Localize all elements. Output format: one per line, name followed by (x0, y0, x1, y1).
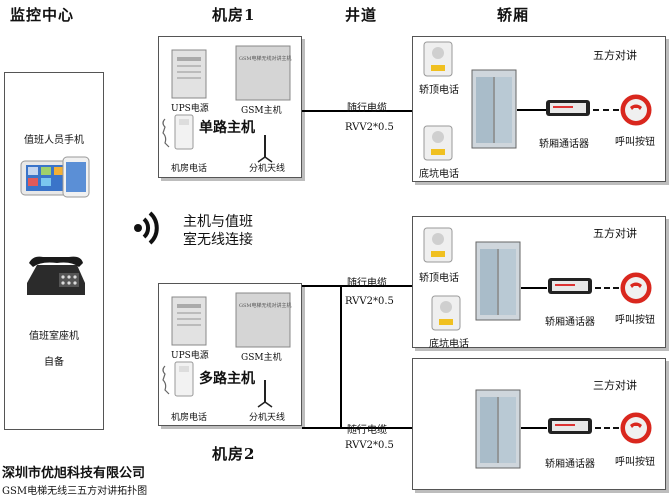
header-machine-room-2: 机房2 (212, 445, 256, 463)
car-intercom-icon-3 (548, 418, 592, 434)
cable-name-1: 随行电缆 (347, 103, 387, 114)
gsm-label-2: GSM主机 (241, 353, 282, 363)
duty-phone-label: 值班人员手机 (24, 135, 84, 146)
car-intercom-label: 轿厢通话器 (539, 139, 589, 150)
duty-desk-phone-label: 值班室座机 (29, 331, 79, 342)
header-car: 轿厢 (497, 6, 530, 24)
desk-phone-icon (27, 256, 85, 295)
monitor-center-panel: 值班人员手机 值班室座机 自备 (4, 72, 104, 430)
gsm-label: GSM主机 (241, 106, 282, 116)
header-shaft: 井道 (345, 6, 378, 24)
call-dash-line-3 (595, 427, 619, 429)
cable-spec-2: RVV2*0.5 (345, 296, 394, 307)
car-panel-2: 五方对讲 轿顶电话 底坑电话 轿厢通话器 呼叫按钮 (412, 216, 666, 350)
call-button-label-3: 呼叫按钮 (615, 457, 655, 468)
car-intercom-label-3: 轿厢通话器 (545, 459, 595, 470)
pit-phone-label-2: 底坑电话 (429, 339, 469, 350)
call-button-icon-2 (619, 271, 653, 305)
ups-power-icon-2 (171, 296, 207, 346)
machine-room-1-box: UPS电源 GSM电梯无线对讲主机 GSM主机 单路主机 机房电话 分机天线 (158, 36, 302, 178)
room-phone-label: 机房电话 (171, 164, 208, 174)
gsm-box-text-2: GSM电梯无线对讲主机 (239, 303, 292, 309)
pit-phone-icon-2 (431, 295, 461, 331)
antenna-label-2: 分机天线 (249, 413, 286, 423)
car-link-2 (521, 287, 547, 289)
gsm-host-icon (235, 45, 291, 101)
diagram-caption: GSM电梯无线三五方对讲拓扑图 (2, 486, 148, 497)
wireless-text-line1: 主机与值班 (183, 214, 253, 230)
cable-line-1 (302, 110, 420, 112)
mobile-devices-icon (20, 156, 90, 198)
single-host-label: 单路主机 (199, 120, 255, 136)
call-button-icon-3 (619, 411, 653, 445)
car-top-phone-label: 轿顶电话 (419, 85, 459, 96)
call-dash-line-1 (593, 109, 619, 111)
elevator-car-icon-3 (475, 389, 521, 469)
cable-spec-1: RVV2*0.5 (345, 122, 394, 133)
header-monitor-center: 监控中心 (10, 6, 75, 24)
car-panel-1: 五方对讲 轿顶电话 底坑电话 轿厢通话器 呼叫按钮 (412, 36, 666, 182)
call-button-label-2: 呼叫按钮 (615, 315, 655, 326)
pit-phone-icon (423, 125, 453, 161)
car-intercom-label-2: 轿厢通话器 (545, 317, 595, 328)
mode-label-1: 五方对讲 (593, 49, 637, 62)
car-intercom-icon-2 (548, 278, 592, 294)
cable-name-2: 随行电缆 (347, 278, 387, 289)
self-prepared-label: 自备 (44, 357, 64, 368)
ups-power-icon (171, 49, 207, 99)
header-machine-room-1: 机房1 (212, 6, 256, 24)
car-top-phone-icon (423, 41, 453, 77)
company-name: 深圳市优旭科技有限公司 (2, 466, 146, 481)
car-link-3 (521, 427, 547, 429)
mode-label-2: 五方对讲 (593, 227, 637, 240)
call-dash-line-2 (595, 287, 619, 289)
multi-host-label: 多路主机 (199, 371, 255, 387)
gsm-host-icon-2 (235, 292, 291, 348)
ups-label-2: UPS电源 (171, 351, 209, 361)
gsm-box-text: GSM电梯无线对讲主机 (239, 56, 292, 62)
pit-phone-label: 底坑电话 (419, 169, 459, 180)
machine-room-2-box: UPS电源 GSM电梯无线对讲主机 GSM主机 多路主机 机房电话 分机天线 (158, 283, 302, 426)
car-intercom-icon (546, 100, 590, 116)
elevator-car-icon (471, 69, 517, 149)
room-phone-label-2: 机房电话 (171, 413, 208, 423)
car-top-phone-label-2: 轿顶电话 (419, 273, 459, 284)
room-phone-icon (162, 114, 194, 150)
cable-spec-3: RVV2*0.5 (345, 440, 394, 451)
antenna-label: 分机天线 (249, 164, 286, 174)
elevator-car-icon-2 (475, 241, 521, 321)
car-panel-3: 三方对讲 轿厢通话器 呼叫按钮 (412, 358, 666, 490)
cable-name-3: 随行电缆 (347, 425, 387, 436)
cable-branch-vertical (340, 285, 342, 429)
car-top-phone-icon-2 (423, 227, 453, 263)
wireless-signal-icon (134, 211, 159, 245)
ups-label: UPS电源 (171, 104, 209, 114)
car-link-1 (517, 109, 547, 111)
room-phone-icon-2 (162, 361, 194, 397)
cable-line-2 (302, 285, 420, 287)
call-button-icon (619, 93, 653, 127)
call-button-label: 呼叫按钮 (615, 137, 655, 148)
antenna-icon-2 (257, 380, 273, 408)
cable-line-3 (302, 427, 420, 429)
antenna-icon (257, 135, 273, 163)
wireless-text-line2: 室无线连接 (183, 232, 253, 248)
mode-label-3: 三方对讲 (593, 379, 637, 392)
